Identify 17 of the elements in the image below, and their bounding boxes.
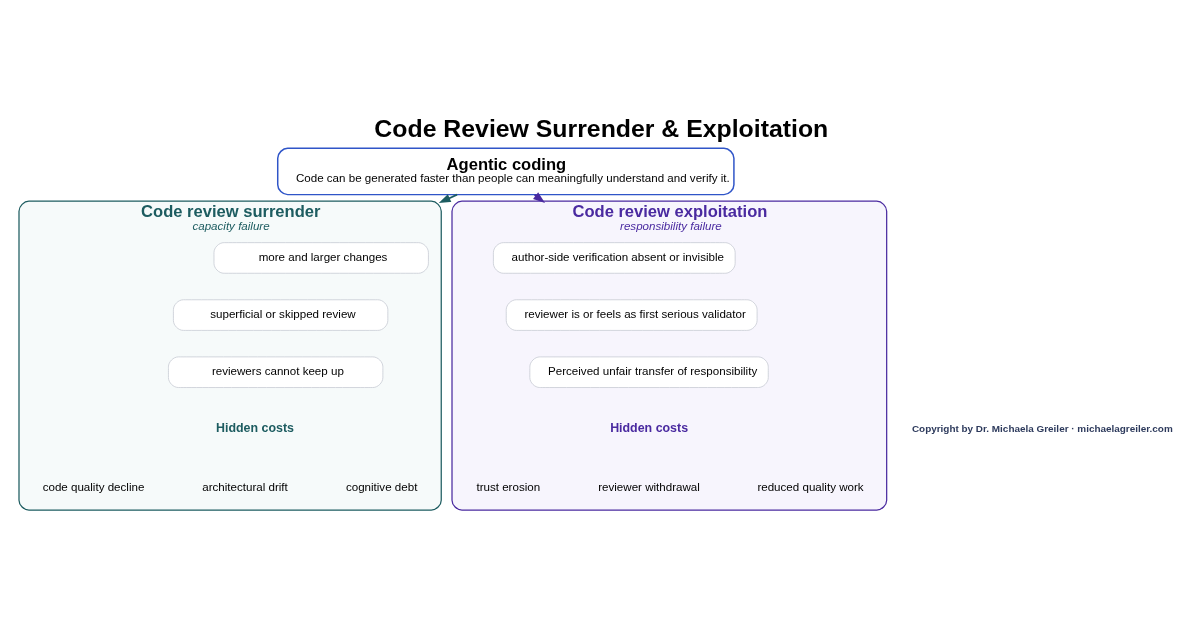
label: code quality decline [42,480,145,493]
label: reviewer withdrawal [598,480,700,493]
node-box: reviewers cannot keep up [168,356,384,388]
label: reduced quality work [757,480,864,493]
label: Hidden costs [610,420,689,435]
node-box: more and larger changes [213,241,429,274]
diagram-title: Code Review Surrender & Exploitation [374,114,829,142]
node-box: superficial or skipped review [173,298,389,331]
arrow [533,191,546,203]
node-box: author-side verification absent or invisible [493,241,736,274]
node-box: reviewer is or feels as first serious validator [505,298,758,331]
label: Hidden costs [216,420,294,435]
label: cognitive debt [345,480,418,493]
label: Copyright by Dr. Michaela Greiler · michaelagreiler.com [911,422,1173,434]
node-box: Perceived unfair transfer of responsibility [529,356,769,388]
label: trust erosion [476,480,541,493]
label: architectural drift [202,480,288,493]
